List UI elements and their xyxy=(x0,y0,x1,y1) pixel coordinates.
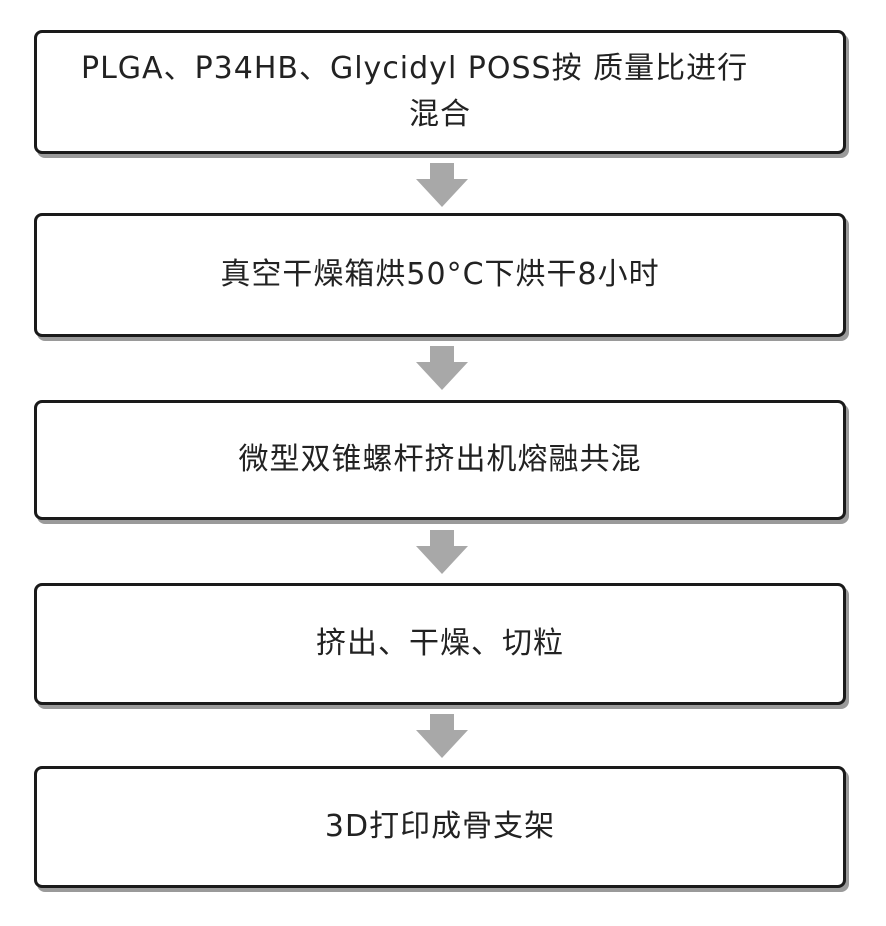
down-arrow-icon xyxy=(412,530,472,574)
step-3-melt-blending-box: 微型双锥螺杆挤出机熔融共混 xyxy=(34,400,846,520)
step-4-extrusion-box: 挤出、干燥、切粒 xyxy=(34,583,846,705)
step-5-3d-printing-box: 3D打印成骨支架 xyxy=(34,766,846,888)
step-5-text: 3D打印成骨支架 xyxy=(325,804,555,850)
step-4-text: 挤出、干燥、切粒 xyxy=(316,621,564,667)
step-2-drying-box: 真空干燥箱烘50°C下烘干8小时 xyxy=(34,213,846,337)
step-2-text: 真空干燥箱烘50°C下烘干8小时 xyxy=(220,252,659,298)
down-arrow-icon xyxy=(412,346,472,390)
down-arrow-icon xyxy=(412,714,472,758)
step-1-line-2: 混合 xyxy=(409,92,471,138)
step-1-line-1: PLGA、P34HB、Glycidyl POSS按 质量比进行 xyxy=(37,46,843,92)
down-arrow-icon xyxy=(412,163,472,207)
step-3-text: 微型双锥螺杆挤出机熔融共混 xyxy=(239,437,642,483)
step-1-mixing-box: PLGA、P34HB、Glycidyl POSS按 质量比进行 混合 xyxy=(34,30,846,154)
